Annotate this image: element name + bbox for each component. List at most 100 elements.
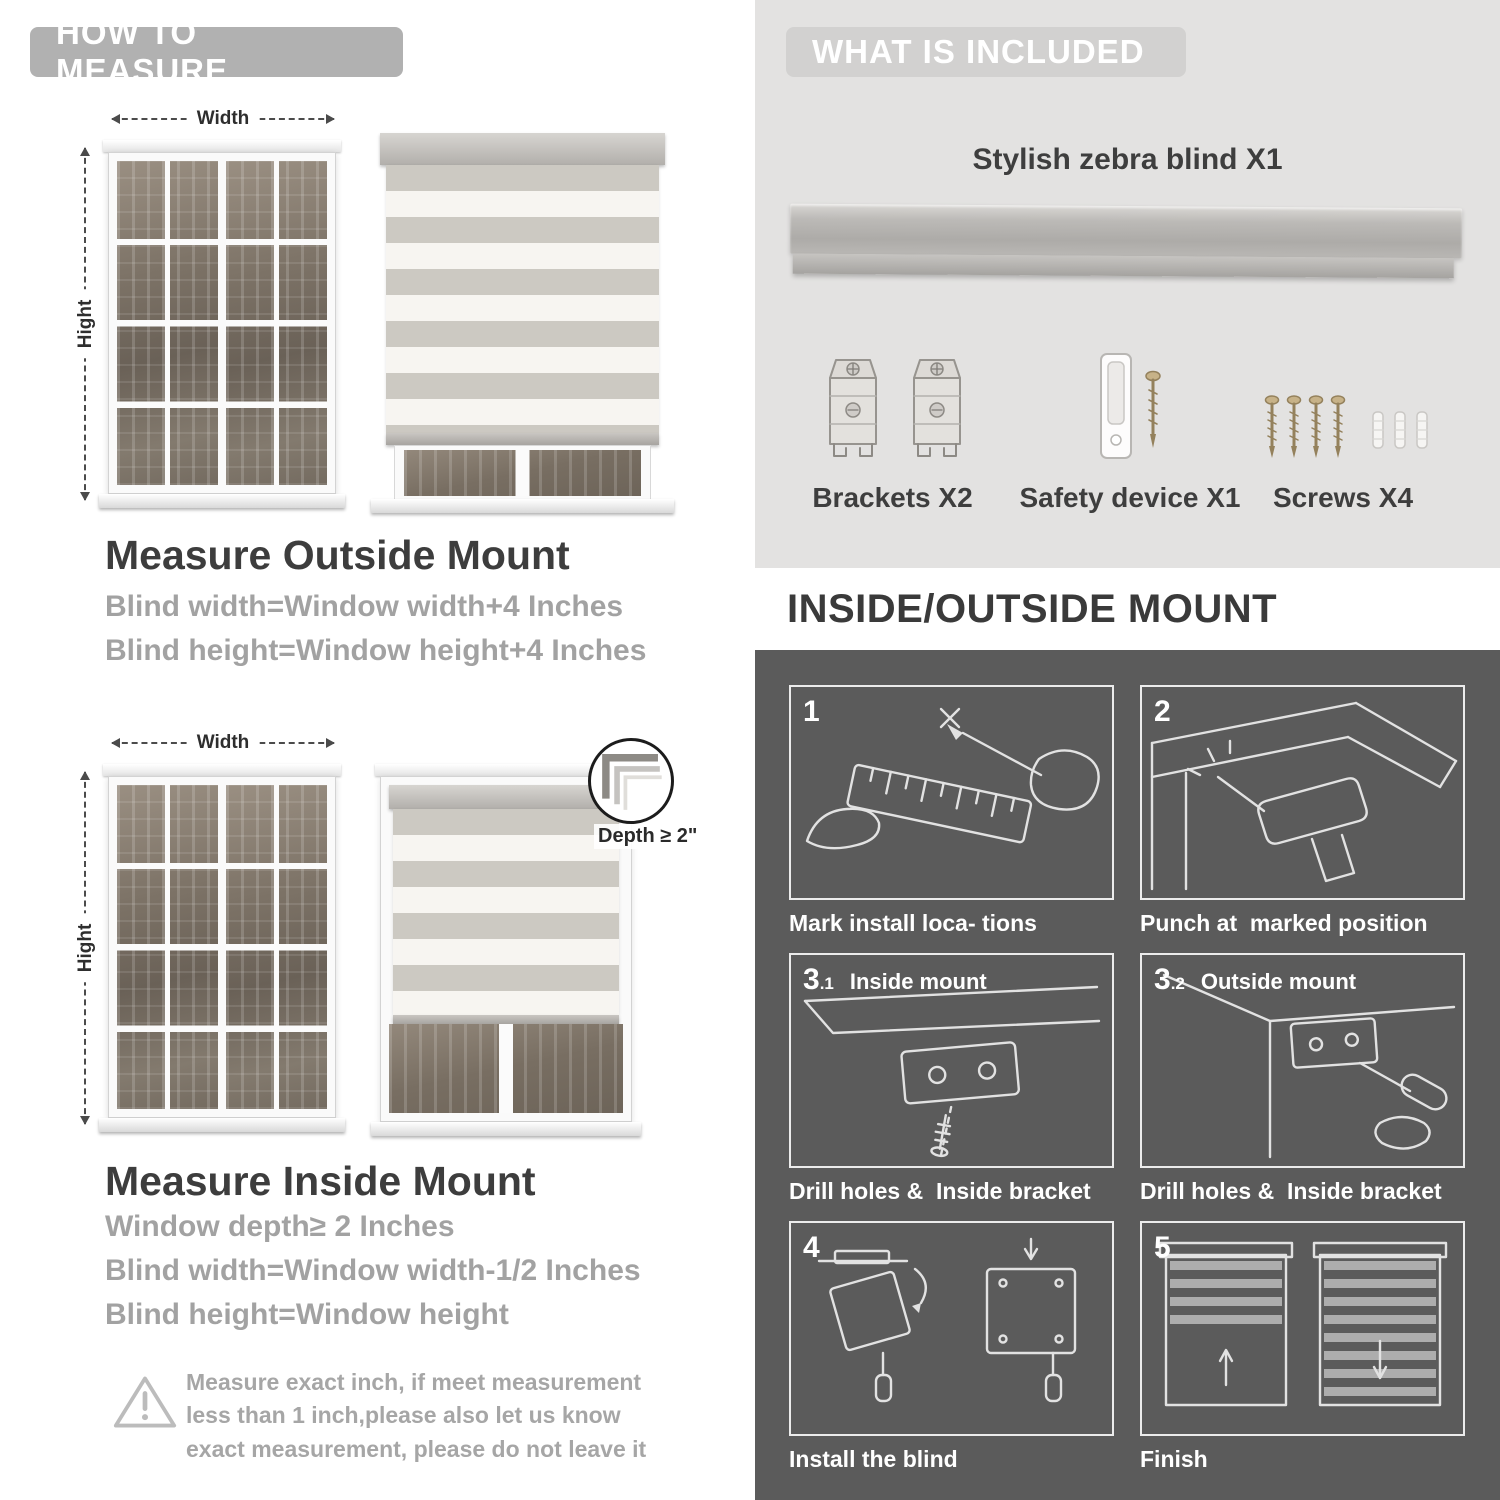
- height-label: Hight: [74, 913, 98, 983]
- mount-section-header: INSIDE/OUTSIDE MOUNT: [755, 568, 1500, 650]
- arrow-up-icon: [80, 147, 90, 156]
- step-number: 5: [1154, 1231, 1171, 1264]
- install-blind-illustration: [817, 1237, 1077, 1403]
- window-illustration-inside: [99, 764, 345, 1132]
- blind-cassette: [380, 133, 665, 165]
- window-sill: [371, 1122, 641, 1136]
- step-caption: Finish: [1140, 1446, 1208, 1472]
- outside-bracket-illustration: [1162, 973, 1456, 1159]
- mark-locations-illustration: [805, 707, 1100, 850]
- inside-rule-depth: Window depth≥ 2 Inches: [105, 1210, 455, 1243]
- headrail-cassette: [789, 203, 1463, 259]
- arrow-down-icon: [80, 1116, 90, 1125]
- inside-rule-height: Blind height=Window height: [105, 1298, 509, 1331]
- measure-outside-title: Measure Outside Mount: [105, 532, 570, 578]
- what-is-included-header: WHAT IS INCLUDED: [786, 27, 1186, 77]
- window-below-blind: [389, 1024, 623, 1113]
- blind-fabric: [386, 165, 659, 433]
- width-label: Width: [186, 106, 260, 132]
- how-to-measure-header: HOW TO MEASURE: [30, 14, 403, 89]
- window-lintel: [103, 140, 341, 152]
- arrow-right-icon: [326, 114, 335, 124]
- step-3-2-panel: 3.2 Outside mount: [1140, 953, 1465, 1168]
- step-caption: Drill holes & Inside bracket: [789, 1178, 1091, 1204]
- step-number: 3.2: [1154, 963, 1185, 996]
- mount-step-2: 2 Punch at marked position: [1140, 685, 1465, 937]
- window-sill: [371, 499, 674, 513]
- height-arrow-outside: Hight: [74, 147, 98, 501]
- step-caption: Mark install loca- tions: [789, 910, 1037, 936]
- step-caption: Install the blind: [789, 1446, 958, 1472]
- inside-rule-width: Blind width=Window width-1/2 Inches: [105, 1254, 641, 1287]
- warning-triangle-icon: [113, 1376, 177, 1428]
- height-label: Hight: [74, 289, 98, 359]
- mount-step-1: 1 Mark install loca- tions: [789, 685, 1114, 937]
- window-sill: [99, 494, 345, 508]
- step-5-panel: 5: [1140, 1221, 1465, 1436]
- step-number: 3.1: [803, 963, 834, 996]
- window-below-blind: [394, 445, 651, 501]
- outside-rule-width: Blind width=Window width+4 Inches: [105, 590, 624, 623]
- blind-fabric: [393, 809, 619, 1015]
- step-2-panel: 2: [1140, 685, 1465, 900]
- outside-rule-height: Blind height=Window height+4 Inches: [105, 634, 647, 667]
- mount-step-3-1: 3.1 Inside mount: [789, 953, 1114, 1205]
- width-label: Width: [186, 730, 260, 756]
- step-caption: Drill holes & Inside bracket: [1140, 1178, 1442, 1204]
- window-lintel: [375, 764, 637, 776]
- step-number: 2: [1154, 695, 1171, 728]
- mount-step-3-2: 3.2 Outside mount Drill holes & I: [1140, 953, 1465, 1205]
- arrow-right-icon: [326, 738, 335, 748]
- safety-device-label: Safety device X1: [1019, 482, 1241, 513]
- included-section-background: [755, 0, 1500, 568]
- screws-icon: [1264, 395, 1428, 458]
- window-sash-left: [117, 161, 218, 485]
- how-to-measure-title: HOW TO MEASURE: [56, 14, 229, 89]
- blind-cassette: [389, 785, 623, 809]
- window-illustration-outside: [99, 140, 345, 508]
- depth-callout-label: Depth ≥ 2": [594, 824, 702, 849]
- window-frame: [108, 776, 336, 1118]
- measure-inside-title: Measure Inside Mount: [105, 1158, 536, 1204]
- step-number: 1: [803, 695, 820, 728]
- window-sill: [99, 1118, 345, 1132]
- measure-note: Measure exact inch, if meet measurement …: [186, 1369, 647, 1462]
- drill-illustration: [1150, 701, 1458, 891]
- zebra-blind-headrail-illustration: [789, 203, 1463, 279]
- mount-steps-grid: 1 Mark install loca- tions: [789, 685, 1465, 1473]
- height-arrow-inside: Hight: [74, 771, 98, 1125]
- window-frame: [380, 776, 632, 1122]
- zebra-blind-inside-illustration: [371, 764, 641, 1136]
- mount-step-5: 5: [1140, 1221, 1465, 1473]
- blind-bottom-rail: [393, 1015, 619, 1024]
- step-4-panel: 4: [789, 1221, 1114, 1436]
- mount-step-4: 4 Inst: [789, 1221, 1114, 1473]
- arrow-down-icon: [80, 492, 90, 501]
- mount-section-title: INSIDE/OUTSIDE MOUNT: [787, 586, 1278, 631]
- arrow-up-icon: [80, 771, 90, 780]
- frame-corner-zoom-icon: [602, 754, 662, 810]
- window-panes: [389, 1024, 623, 1113]
- width-arrow-outside: Width: [111, 106, 335, 132]
- window-sash-right: [226, 785, 327, 1109]
- window-frame: [108, 152, 336, 494]
- step-3-1-panel: 3.1 Inside mount: [789, 953, 1114, 1168]
- step-label: Outside mount: [1200, 969, 1357, 994]
- depth-callout-circle: [588, 738, 674, 824]
- screws-label: Screws X4: [1272, 482, 1414, 513]
- window-panes: [404, 450, 641, 496]
- step-caption: Punch at marked position: [1140, 910, 1428, 936]
- brackets-label: Brackets X2: [812, 482, 973, 513]
- arrow-left-icon: [111, 114, 120, 124]
- what-is-included-title: WHAT IS INCLUDED: [812, 33, 1145, 70]
- window-lintel: [103, 764, 341, 776]
- inside-bracket-illustration: [803, 985, 1101, 1158]
- bracket-icon: [913, 359, 961, 457]
- blind-bottom-rail: [386, 433, 659, 445]
- arrow-left-icon: [111, 738, 120, 748]
- blind-product-label: Stylish zebra blind X1: [972, 143, 1283, 176]
- step-1-panel: 1: [789, 685, 1114, 900]
- width-arrow-inside: Width: [111, 730, 335, 756]
- bracket-icon: [829, 359, 877, 457]
